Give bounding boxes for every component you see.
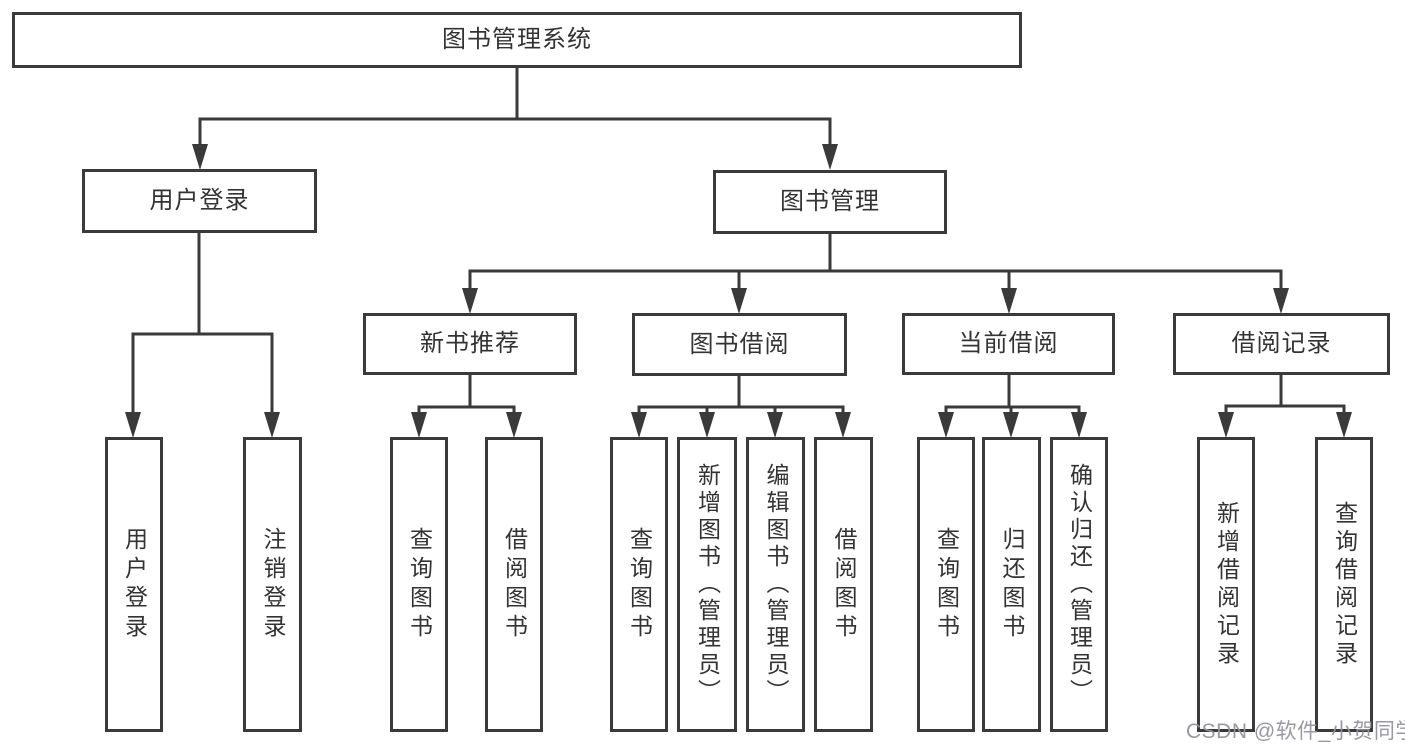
node-book-borrowing: 图书借阅 xyxy=(632,313,847,376)
node-user-login-branch: 用户登录 xyxy=(82,169,317,233)
leaf-borrow-books: 借阅图书 xyxy=(814,437,873,732)
leaf-borrow-books: 借阅图书 xyxy=(485,437,543,732)
leaf-query-books: 查询图书 xyxy=(610,437,668,732)
leaf-query-borrow-record: 查询借阅记录 xyxy=(1315,437,1373,732)
arrowheads xyxy=(125,144,1352,438)
leaf-return-books: 归还图书 xyxy=(982,437,1041,732)
node-new-book-recommend: 新书推荐 xyxy=(363,313,577,375)
csdn-watermark: CSDN @软件_小贺同学 xyxy=(1186,720,1405,743)
leaf-add-books-admin: 新增图书（管理员） xyxy=(677,437,737,732)
leaf-add-borrow-record: 新增借阅记录 xyxy=(1197,437,1255,732)
leaf-query-books: 查询图书 xyxy=(390,437,448,732)
leaf-confirm-return-admin: 确认归还（管理员） xyxy=(1050,437,1108,732)
node-library-management-system: 图书管理系统 xyxy=(12,12,1022,68)
leaf-user-login: 用户登录 xyxy=(105,437,163,732)
leaf-logout: 注销登录 xyxy=(243,437,302,732)
node-current-borrowing: 当前借阅 xyxy=(902,313,1115,375)
leaf-edit-books-admin: 编辑图书（管理员） xyxy=(746,437,805,732)
connector-strokes xyxy=(131,68,1346,416)
leaf-query-books: 查询图书 xyxy=(917,437,975,732)
node-borrowing-records: 借阅记录 xyxy=(1173,313,1390,375)
node-book-management-branch: 图书管理 xyxy=(713,170,947,234)
